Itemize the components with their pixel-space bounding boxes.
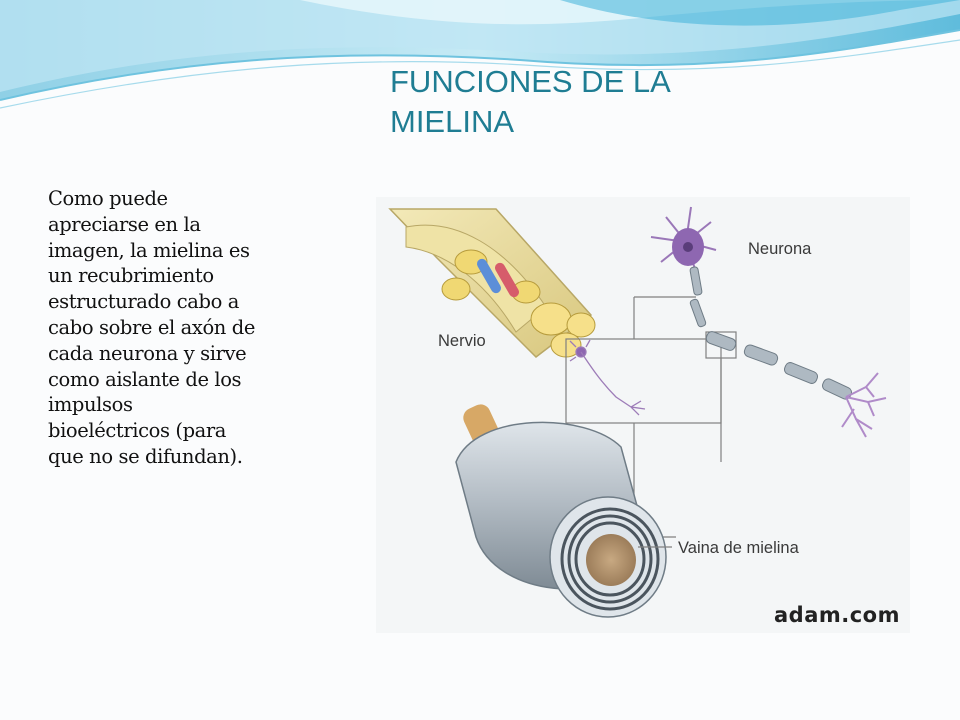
slide-title: FUNCIONES DE LA MIELINA xyxy=(390,62,810,142)
body-line: cabo sobre el axón de xyxy=(48,315,255,339)
body-line: apreciarse en la xyxy=(48,212,201,236)
body-line: Como puede xyxy=(48,187,168,210)
body-line: como aislante de los xyxy=(48,367,242,391)
body-line: un recubrimiento xyxy=(48,264,214,288)
body-paragraph: Como puede apreciarse en la imagen, la m… xyxy=(48,186,308,470)
myelin-sheath-drawing xyxy=(455,404,672,618)
body-line: estructurado cabo a xyxy=(48,290,239,314)
title-line-1: FUNCIONES DE LA xyxy=(390,64,671,99)
title-line-2: MIELINA xyxy=(390,104,515,139)
myelin-illustration: Nervio Neurona xyxy=(376,197,910,633)
body-line: impulsos xyxy=(48,393,133,417)
nerve-bundle-drawing xyxy=(388,208,596,358)
body-line: que no se difundan). xyxy=(48,444,243,468)
body-line: imagen, la mielina es xyxy=(48,238,250,262)
header-wave-decoration xyxy=(0,0,960,109)
body-line: bioeléctricos (para xyxy=(48,419,227,443)
credit-text: adam.com xyxy=(774,603,900,627)
neuron-drawing xyxy=(650,206,887,438)
small-neuron-drawing xyxy=(569,339,646,416)
neurona-label: Neurona xyxy=(748,240,812,258)
nervio-label: Nervio xyxy=(438,332,486,350)
body-line: cada neurona y sirve xyxy=(48,341,247,365)
vaina-label: Vaina de mielina xyxy=(678,539,800,557)
